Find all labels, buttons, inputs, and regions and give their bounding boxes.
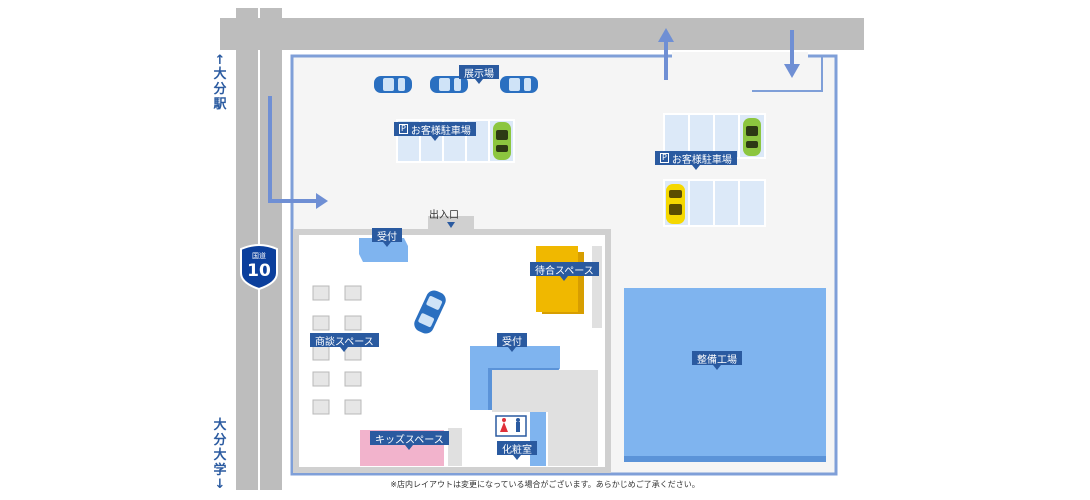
waiting-space	[536, 246, 578, 312]
entrance-label: 出入口	[429, 209, 459, 221]
kids-partition	[448, 428, 462, 466]
display-car-indoor	[414, 290, 446, 334]
showroom-label: 展示場	[459, 65, 499, 84]
maintenance-shop	[624, 288, 826, 460]
north-direction: ↑ 大分駅	[213, 54, 227, 112]
up-arrow-icon: ↑	[214, 53, 226, 68]
route-number: 10	[247, 261, 271, 281]
inbound-arrow-head	[784, 64, 800, 78]
reception-counter-1	[359, 238, 408, 262]
parked-car-yellow	[666, 184, 685, 224]
south-destination-label: 大分大学	[213, 418, 227, 478]
restroom-label: 化粧室	[497, 441, 537, 460]
route-caption: 国道	[252, 252, 266, 260]
showroom-car-2	[430, 76, 468, 93]
down-arrow-icon: ↓	[214, 477, 226, 492]
reception-label-2: 受付	[497, 333, 527, 352]
entrance-arrow	[447, 222, 455, 228]
reception-label-1: 受付	[372, 228, 402, 247]
waiting-space-label: 待合スペース	[530, 262, 599, 281]
maintenance-shop-label: 整備工場	[692, 351, 742, 370]
entry-arrow-head	[316, 193, 328, 209]
south-direction: 大分大学 ↓	[213, 418, 227, 491]
restroom-partition	[530, 412, 546, 466]
showroom-car-3	[500, 76, 538, 93]
layout-disclaimer: ※店内レイアウトは変更になっている場合がございます。あらかじめご了承ください。	[390, 480, 700, 489]
parking-icon: P	[399, 124, 408, 134]
kids-space-label: キッズスペース	[370, 431, 449, 450]
restroom-icon	[495, 415, 527, 437]
showroom-car-1	[374, 76, 412, 93]
parked-car-green-2	[743, 118, 761, 156]
parking-icon: P	[660, 153, 669, 163]
north-destination-label: 大分駅	[213, 67, 227, 112]
parked-car-green-1	[493, 122, 511, 160]
exit-arrow-head	[658, 28, 674, 42]
maintenance-shop-shadow	[624, 456, 826, 462]
lot-exit-gap	[672, 52, 808, 60]
consultation-space-label: 商談スペース	[310, 333, 379, 352]
side-road	[220, 18, 864, 50]
waiting-partition	[592, 246, 602, 328]
exit-lane-line	[752, 55, 823, 92]
route-shield-icon	[240, 244, 278, 291]
reception-counter-2	[470, 346, 560, 410]
route-10-sign: 国道 10	[238, 243, 280, 291]
entry-route-line	[268, 96, 316, 203]
consultation-tables	[312, 285, 362, 415]
